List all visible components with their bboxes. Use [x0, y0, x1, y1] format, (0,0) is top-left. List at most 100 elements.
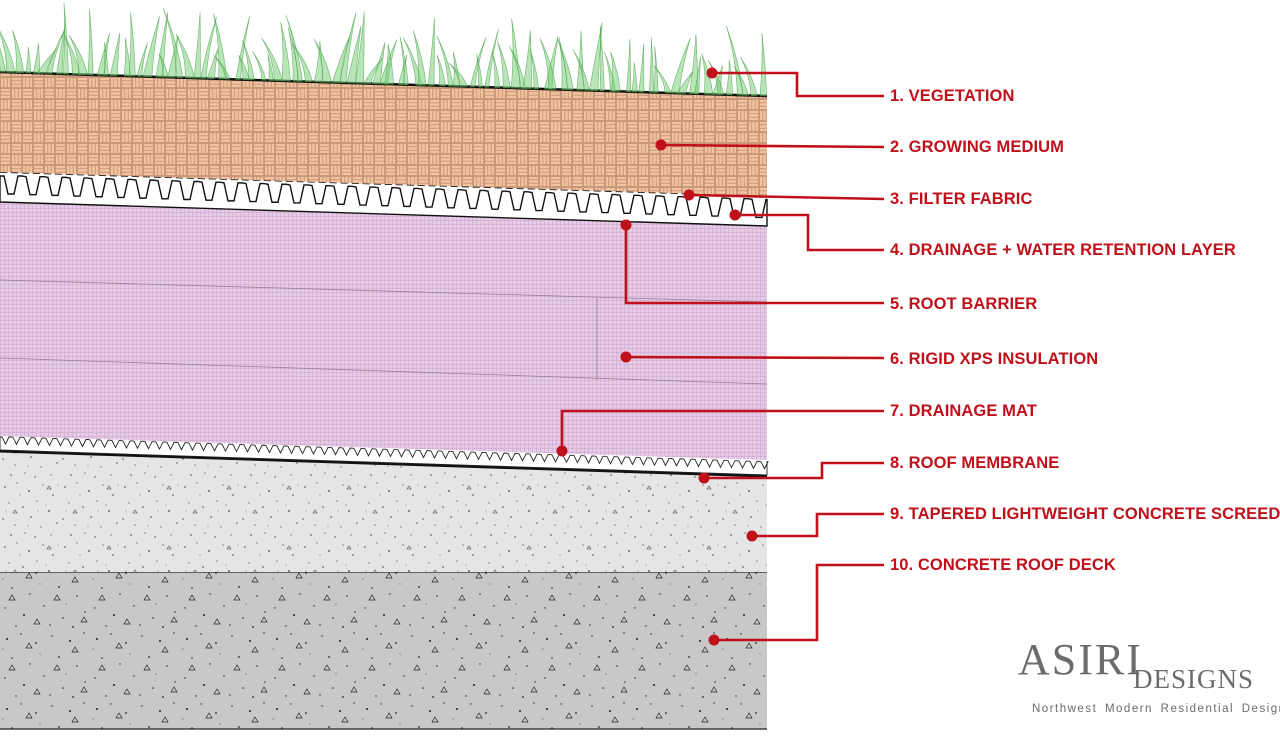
grass-blade — [557, 39, 574, 91]
grass-blade — [412, 30, 427, 86]
leader-line-10 — [714, 563, 884, 642]
grass-blade — [427, 18, 435, 86]
drainage-water-retention-layer — [0, 175, 768, 227]
grass-blade — [638, 43, 645, 93]
leader-line-8 — [704, 461, 884, 480]
grass-blade — [285, 15, 303, 82]
grass-blade — [384, 43, 394, 85]
concrete-roof-deck — [0, 572, 767, 729]
grass-blade — [175, 33, 195, 79]
leader-line-5 — [624, 225, 884, 305]
leader-dot-6 — [620, 351, 632, 363]
grass-blade — [476, 53, 483, 88]
grass-blade — [522, 30, 533, 89]
leader-dot-9 — [746, 530, 758, 542]
leader-line-3 — [688, 193, 885, 201]
grass-blade — [599, 25, 605, 92]
grass-blade — [162, 7, 184, 78]
grass-blade — [206, 48, 219, 79]
grass-blade — [213, 13, 228, 80]
grass-blade — [448, 62, 468, 87]
grass-blade — [725, 59, 733, 96]
grass-blade — [759, 33, 767, 97]
grass-blade — [610, 51, 621, 92]
leader-dot-1 — [706, 67, 718, 79]
leader-dot-10 — [708, 634, 720, 646]
grass-blade — [252, 51, 267, 81]
grass-blade — [142, 16, 160, 77]
grass-blade — [491, 51, 501, 88]
label-root-barrier: 5. ROOT BARRIER — [890, 295, 1038, 313]
grass-blade — [653, 65, 672, 94]
grass-blade — [280, 21, 291, 82]
leader-line-4 — [735, 213, 884, 252]
grass-blade — [631, 61, 638, 93]
leader-dot-4 — [729, 209, 741, 221]
grass-blade — [136, 42, 148, 77]
grass-blade — [740, 57, 758, 96]
grass-blade — [0, 30, 16, 73]
label-tapered-concrete-screed: 9. TAPERED LIGHTWEIGHT CONCRETE SCREED — [890, 505, 1280, 523]
grass-blade — [200, 16, 218, 79]
leader-dot-3 — [683, 189, 695, 201]
label-growing-medium: 2. GROWING MEDIUM — [890, 138, 1065, 156]
brand-name: ASIRI — [1018, 635, 1143, 684]
grass-blade — [261, 37, 283, 82]
grass-blade — [648, 37, 655, 93]
grass-blade — [707, 60, 725, 95]
grass-blade — [292, 44, 313, 82]
leader-line-7 — [560, 409, 884, 451]
grass-blade — [529, 49, 539, 90]
grass-blade — [436, 54, 446, 87]
leader-dot-8 — [698, 472, 710, 484]
label-filter-fabric: 3. FILTER FABRIC — [890, 190, 1033, 208]
grass-blade — [355, 11, 365, 84]
leader-dot-2 — [655, 139, 667, 151]
grass-blade — [588, 22, 603, 91]
leader-dot-7 — [556, 445, 568, 457]
grass-blade — [313, 39, 332, 83]
grass-blade — [0, 46, 6, 73]
roof-membrane — [0, 449, 768, 478]
insulation-board-joints — [0, 279, 768, 385]
grass-blade — [238, 54, 250, 80]
grass-blade — [193, 12, 201, 79]
drainage-mat — [0, 436, 769, 476]
vegetation — [0, 2, 767, 97]
leader-dots — [556, 67, 758, 646]
grass-blade — [159, 53, 169, 78]
label-concrete-roof-deck: 10. CONCRETE ROOF DECK — [890, 556, 1116, 574]
tapered-concrete-screed — [0, 450, 767, 572]
rigid-xps-insulation — [0, 201, 767, 460]
grass-blade — [109, 32, 121, 76]
grass-blade — [213, 55, 231, 80]
leader-line-6 — [625, 355, 885, 360]
brand-logo: ASIRI DESIGNS Northwest Modern Residenti… — [1018, 635, 1280, 726]
label-vegetation: 1. VEGETATION — [890, 87, 1015, 105]
brand-tagline: Northwest Modern Residential Design — [1032, 703, 1280, 715]
grass-blade — [484, 28, 499, 88]
leader-line-1 — [712, 71, 884, 98]
grass-blade — [12, 29, 25, 73]
grass-blade — [267, 54, 274, 81]
leader-lines — [560, 71, 885, 642]
grass-blade — [539, 37, 557, 90]
grass-blade — [733, 65, 749, 96]
grass-blade — [68, 34, 88, 75]
grass-blade — [653, 46, 659, 93]
grass-blade — [242, 39, 255, 81]
label-rigid-xps-insulation: 6. RIGID XPS INSULATION — [890, 350, 1099, 368]
brand-sub: DESIGNS — [1133, 664, 1255, 694]
grass-blade — [626, 38, 632, 92]
grass-blade — [572, 48, 590, 91]
grass-blade — [694, 56, 701, 95]
grass-blade — [346, 25, 362, 84]
grass-blade — [497, 41, 511, 89]
grass-blade — [25, 47, 32, 74]
grass-blade — [339, 12, 357, 84]
label-drainage-water-retention-layer: 4. DRAINAGE + WATER RETENTION LAYER — [890, 241, 1236, 259]
leader-line-2 — [660, 143, 885, 149]
leader-dot-5 — [620, 219, 632, 231]
growing-medium — [0, 72, 767, 196]
